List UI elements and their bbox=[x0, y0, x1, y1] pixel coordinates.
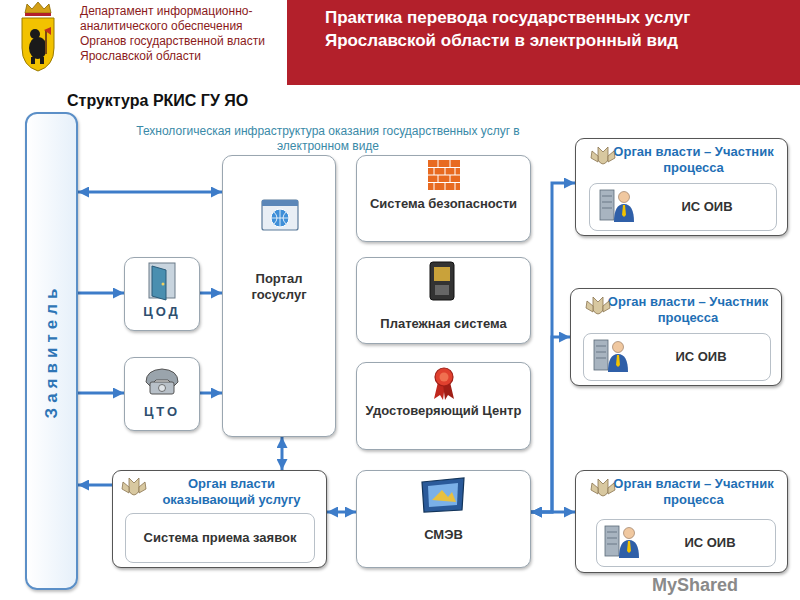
security-box: Система безопасности bbox=[356, 155, 531, 242]
door-icon bbox=[149, 263, 175, 300]
node-text: ИС ОИВ bbox=[675, 349, 726, 365]
connector-arrow bbox=[78, 292, 124, 295]
coat-of-arms bbox=[22, 2, 54, 71]
authority-box: Орган власти – Участник процесса ИС ОИВ bbox=[575, 470, 788, 573]
service-center-box: ЦОД bbox=[124, 257, 200, 331]
connector-arrow bbox=[78, 484, 112, 487]
node-text: Орган власти – Участник процесса bbox=[576, 139, 787, 176]
node-text: Орган власти оказывающий услугу bbox=[113, 471, 326, 508]
node-text: ИС ОИВ bbox=[681, 199, 732, 215]
authority-box: Орган власти – Участник процесса ИС ОИВ bbox=[570, 288, 782, 386]
node-text: Орган власти – Участник процесса bbox=[571, 289, 781, 326]
portal-icon bbox=[262, 200, 298, 230]
intake-system-box: Система приема заявок bbox=[125, 513, 315, 563]
connector-arrow bbox=[78, 392, 124, 395]
node-text: Удостоверяющий Центр bbox=[357, 403, 530, 419]
connector-arrow bbox=[531, 511, 575, 514]
connector-arrow bbox=[200, 292, 222, 295]
firewall-icon bbox=[428, 160, 460, 190]
authority-box: Орган власти – Участник процесса ИС ОИВ bbox=[575, 138, 788, 236]
connector-arrow bbox=[531, 337, 570, 512]
node-text: Портал госуслуг bbox=[223, 271, 335, 303]
information-system-box: ИС ОИВ bbox=[596, 519, 776, 567]
department-caption: Департамент информационно-аналитического… bbox=[80, 4, 285, 64]
connector-arrow bbox=[327, 511, 356, 514]
region-border bbox=[110, 118, 546, 573]
payment-terminal-icon bbox=[430, 262, 454, 300]
smev-icon bbox=[422, 478, 464, 512]
node-text: СМЭВ bbox=[357, 527, 530, 543]
node-text: Технологическая инфраструктура оказания … bbox=[110, 118, 546, 154]
connector-arrow bbox=[200, 392, 222, 395]
telephone-center-box: ЦТО bbox=[124, 357, 200, 431]
seal-ribbon-icon bbox=[434, 368, 454, 400]
portal-box: Портал госуслуг bbox=[222, 155, 336, 437]
information-system-box: ИС ОИВ bbox=[589, 183, 777, 231]
node-text: Орган власти – Участник процесса bbox=[576, 471, 787, 508]
watermark: MyShared bbox=[652, 575, 782, 596]
node-text: Система безопасности bbox=[357, 196, 530, 212]
payment-box: Платежная система bbox=[356, 257, 531, 344]
information-system-box: ИС ОИВ bbox=[583, 333, 771, 381]
node-text: Платежная система bbox=[357, 316, 530, 332]
state-emblem-icon bbox=[122, 147, 615, 496]
connector-arrow bbox=[78, 191, 222, 194]
node-text: ЦТО bbox=[125, 404, 199, 420]
section-heading: Структура РКИС ГУ ЯО bbox=[67, 92, 367, 110]
node-text: Система приема заявок bbox=[144, 530, 297, 546]
applicant-bar: Заявитель bbox=[25, 112, 78, 590]
phone-icon bbox=[146, 369, 178, 394]
node-text: ЦОД bbox=[125, 304, 199, 320]
slide-title: Практика перевода государственных услуг … bbox=[325, 6, 775, 52]
certificate-center-box: Удостоверяющий Центр bbox=[356, 362, 531, 450]
connector-arrow bbox=[281, 437, 284, 470]
smev-box: СМЭВ bbox=[356, 470, 531, 568]
node-text: Заявитель bbox=[42, 284, 62, 419]
node-text: ИС ОИВ bbox=[684, 535, 735, 551]
title-banner bbox=[287, 0, 800, 85]
authority-box: Орган власти оказывающий услугуСистема п… bbox=[112, 470, 327, 568]
connector-arrow bbox=[531, 183, 575, 512]
server-user-icon bbox=[594, 190, 639, 558]
